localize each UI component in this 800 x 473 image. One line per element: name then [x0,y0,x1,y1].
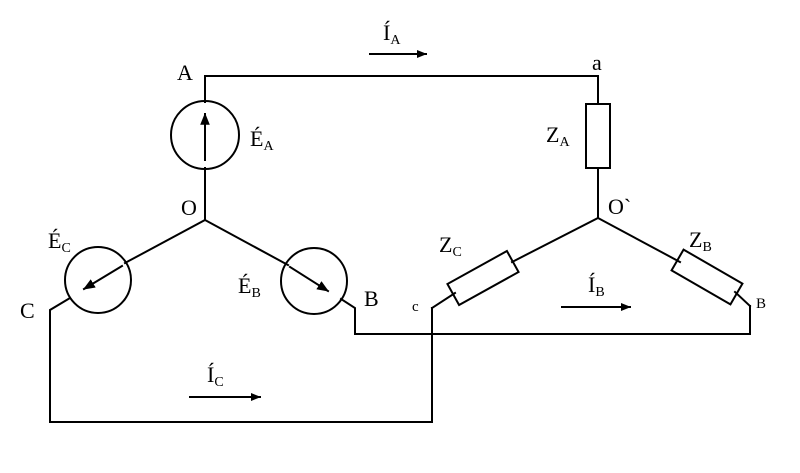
label-ZB: ZB [689,227,712,255]
impedance-ZA [585,103,611,169]
node-label-b: B [756,296,766,312]
label-EC: ÉC [48,228,71,256]
label-IB: ÍB [588,272,605,300]
impedance-ZC [446,249,520,307]
wire-O-EC [123,218,207,265]
label-IC: ÍC [207,362,224,390]
wire-O-EB [203,218,290,267]
wire-A-a [204,75,599,105]
label-IA: ÍA [383,20,401,48]
source-EA [170,100,240,170]
wire-O-ZB [596,216,682,264]
source-EB [280,247,348,315]
node-label-O: O [181,195,197,220]
node-label-C: C [20,298,35,323]
impedance-ZB [670,248,744,306]
node-label-O-prime: O` [608,194,631,219]
label-ZC: ZC [439,232,462,260]
wire-ZB-b [733,290,752,308]
label-EB: ÉB [238,273,261,301]
wire-EC-C [49,296,433,423]
node-label-c: c [412,299,419,315]
node-label-A: A [177,60,193,85]
wire-O-ZC [510,216,600,264]
node-label-B: B [364,286,379,311]
label-ZA: ZA [546,122,570,150]
source-EC [64,246,132,314]
wire-ZC-c [430,291,457,310]
label-EA: ÉA [250,126,274,154]
wire-EB-B [339,297,751,335]
node-label-a: a [592,50,602,75]
wires [49,75,752,423]
